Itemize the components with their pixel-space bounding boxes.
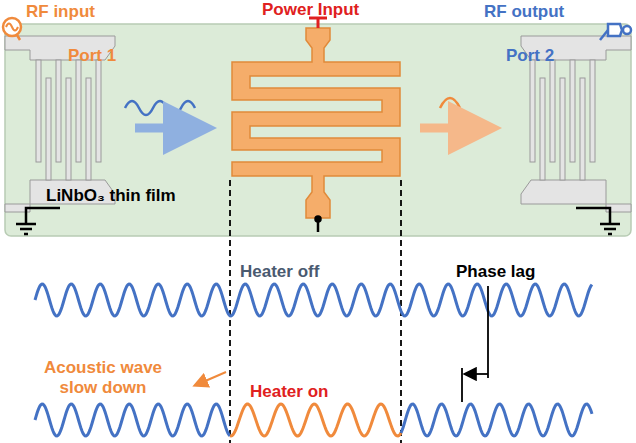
annotation-label: Phase lag bbox=[456, 262, 535, 282]
drawing-part bbox=[56, 60, 61, 162]
drawing-part bbox=[76, 60, 81, 162]
phase-marker bbox=[461, 368, 463, 402]
ground-symbols bbox=[16, 208, 620, 234]
material-label: LiNbO₃ thin film bbox=[46, 186, 176, 206]
drawing-part bbox=[580, 78, 585, 180]
drawing-part bbox=[232, 28, 400, 218]
port-label: RF input bbox=[26, 2, 95, 22]
drawing-part bbox=[96, 60, 101, 162]
rf-output bbox=[600, 24, 631, 40]
drawing-part bbox=[16, 208, 60, 234]
wave-heater-on bbox=[401, 404, 592, 436]
drawing-part bbox=[86, 78, 91, 180]
port-label: Port 1 bbox=[68, 46, 116, 66]
wave-heater-off bbox=[35, 284, 592, 316]
drawing-part bbox=[623, 26, 631, 34]
substrate bbox=[5, 24, 631, 236]
drawing-part bbox=[550, 60, 555, 162]
drawing-part bbox=[316, 217, 321, 222]
drawing-part bbox=[46, 78, 51, 180]
port-label: Power Input bbox=[262, 0, 359, 20]
slowdown-arrow bbox=[196, 372, 226, 385]
drawing-part bbox=[560, 78, 565, 180]
drawing-part bbox=[608, 24, 622, 36]
state-label: Heater off bbox=[240, 262, 319, 282]
port-label: Port 2 bbox=[506, 46, 554, 66]
phase-marker bbox=[487, 286, 489, 378]
power-symbol bbox=[309, 18, 327, 28]
drawing-part bbox=[36, 60, 41, 162]
wave-heater-on bbox=[35, 404, 230, 436]
wave-heated bbox=[230, 404, 401, 436]
phase-arrow bbox=[466, 373, 488, 375]
drawing-part bbox=[6, 24, 18, 31]
port-label: RF output bbox=[484, 2, 564, 22]
drawing-part bbox=[530, 60, 535, 162]
drawing-part bbox=[66, 78, 71, 180]
input-wave bbox=[125, 101, 195, 115]
annotation-label: Acoustic wave slow down bbox=[28, 358, 178, 398]
drawing-part bbox=[590, 60, 595, 162]
output-wave bbox=[440, 98, 460, 108]
output-arrow bbox=[420, 124, 475, 133]
rf-source bbox=[3, 18, 21, 40]
state-label: Heater on bbox=[250, 382, 328, 402]
input-arrow bbox=[135, 124, 190, 133]
drawing-part bbox=[540, 78, 545, 180]
boundary-line bbox=[229, 180, 231, 443]
drawing-part bbox=[576, 208, 620, 234]
drawing-part bbox=[3, 18, 21, 36]
drawing-part bbox=[570, 60, 575, 162]
heater bbox=[232, 28, 400, 218]
